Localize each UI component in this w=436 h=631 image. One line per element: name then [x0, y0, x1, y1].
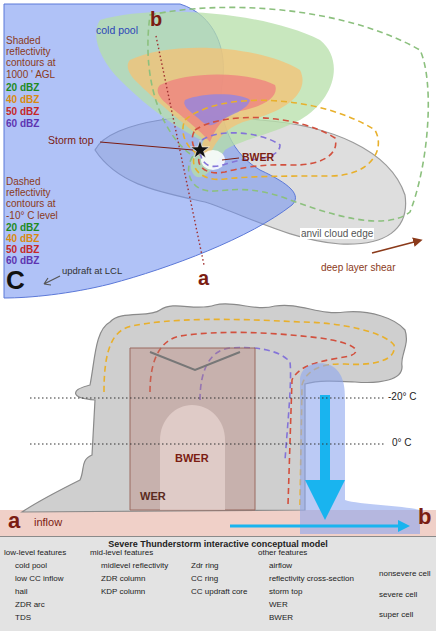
diagram-label: Shaded reflectivity contours at 1000 ' A… [6, 35, 72, 80]
diagram-label: 20 dBZ [6, 222, 39, 233]
diagram-label: 60 dBZ [6, 118, 39, 129]
wer-region [130, 348, 255, 510]
dashed-20dbz [148, 7, 428, 221]
option-label: severe cell [379, 591, 417, 600]
column-header: other features [258, 549, 307, 558]
diagram-label: updraft at LCL [62, 266, 122, 277]
diagram-label: cold pool [96, 25, 138, 37]
column-header: low-level features [4, 549, 66, 558]
option-label: low CC inflow [15, 575, 63, 584]
diagram-label: a [198, 267, 209, 289]
diagram-label: 0° C [392, 437, 412, 448]
diagram-label: WER [140, 490, 166, 502]
diagram-label: 60 dBZ [6, 255, 39, 266]
downdraft-region [300, 363, 420, 534]
option-label: BWER [269, 614, 293, 623]
storm-top-star [191, 140, 210, 158]
diagram-label: anvil cloud edge [300, 228, 374, 239]
option-label: nonsevere cell [379, 570, 431, 579]
option-label: CC ring [191, 575, 218, 584]
diagram-label: -20° C [388, 391, 416, 402]
diagram-label: 50 dBZ [6, 244, 39, 255]
downdraft-arrow [320, 395, 330, 500]
column-header: mid-level features [90, 549, 153, 558]
isotherm-0 [30, 443, 385, 444]
option-label: reflectivity cross-section [269, 575, 354, 584]
option-label: airflow [269, 562, 292, 571]
option-label: CC updraft core [191, 588, 247, 597]
option-label: KDP column [101, 588, 145, 597]
shaded-20dbz [96, 12, 334, 177]
panel-title: Severe Thunderstorm interactive conceptu… [0, 537, 436, 549]
diagram-label: 40 dBZ [6, 94, 39, 105]
diagram-label: C [6, 266, 25, 295]
isotherm-minus20 [30, 397, 385, 398]
option-label: midlevel reflectivity [101, 562, 168, 571]
option-label: cold pool [15, 562, 47, 571]
diagram-label: 40 dBZ [6, 233, 39, 244]
diagram-label: 20 dBZ [6, 82, 39, 93]
g-shape [148, 7, 428, 221]
option-label: storm top [269, 588, 302, 597]
diagram-label: BWER [175, 452, 209, 464]
diagram-label: b [418, 505, 431, 530]
updraft-chevron [150, 352, 240, 370]
diagram-label: deep layer shear [320, 262, 397, 273]
storm-top-leader [100, 142, 193, 150]
diagram-label: Dashed reflectivity contours at -10° C l… [6, 176, 72, 221]
bwer-cavity [160, 405, 225, 510]
option-label: super cell [379, 611, 413, 620]
dashed-40dbz [183, 100, 378, 179]
dashed-60dbz [200, 133, 280, 167]
diagram-label: 50 dBZ [6, 106, 39, 117]
dashed-50dbz [192, 118, 335, 173]
shaded-50dbz [158, 74, 276, 142]
option-label: Zdr ring [191, 562, 219, 571]
outflow-arrow [230, 525, 404, 528]
diagram-label: BWER [242, 152, 274, 164]
diagram-label: a [8, 509, 20, 534]
option-label: TDS [15, 614, 31, 623]
diagram-label: inflow [34, 516, 62, 528]
diagram-label: Storm top [48, 135, 94, 147]
option-label: hail [15, 588, 27, 597]
option-label: ZDR column [101, 575, 145, 584]
cloud-outline [22, 304, 406, 512]
diagram-label: b [150, 8, 162, 30]
updraft-lcl-arrow [44, 276, 60, 285]
bwer-leader [222, 158, 239, 160]
shear-vector [372, 241, 418, 253]
option-label: WER [269, 601, 288, 610]
option-label: ZDR arc [15, 601, 45, 610]
